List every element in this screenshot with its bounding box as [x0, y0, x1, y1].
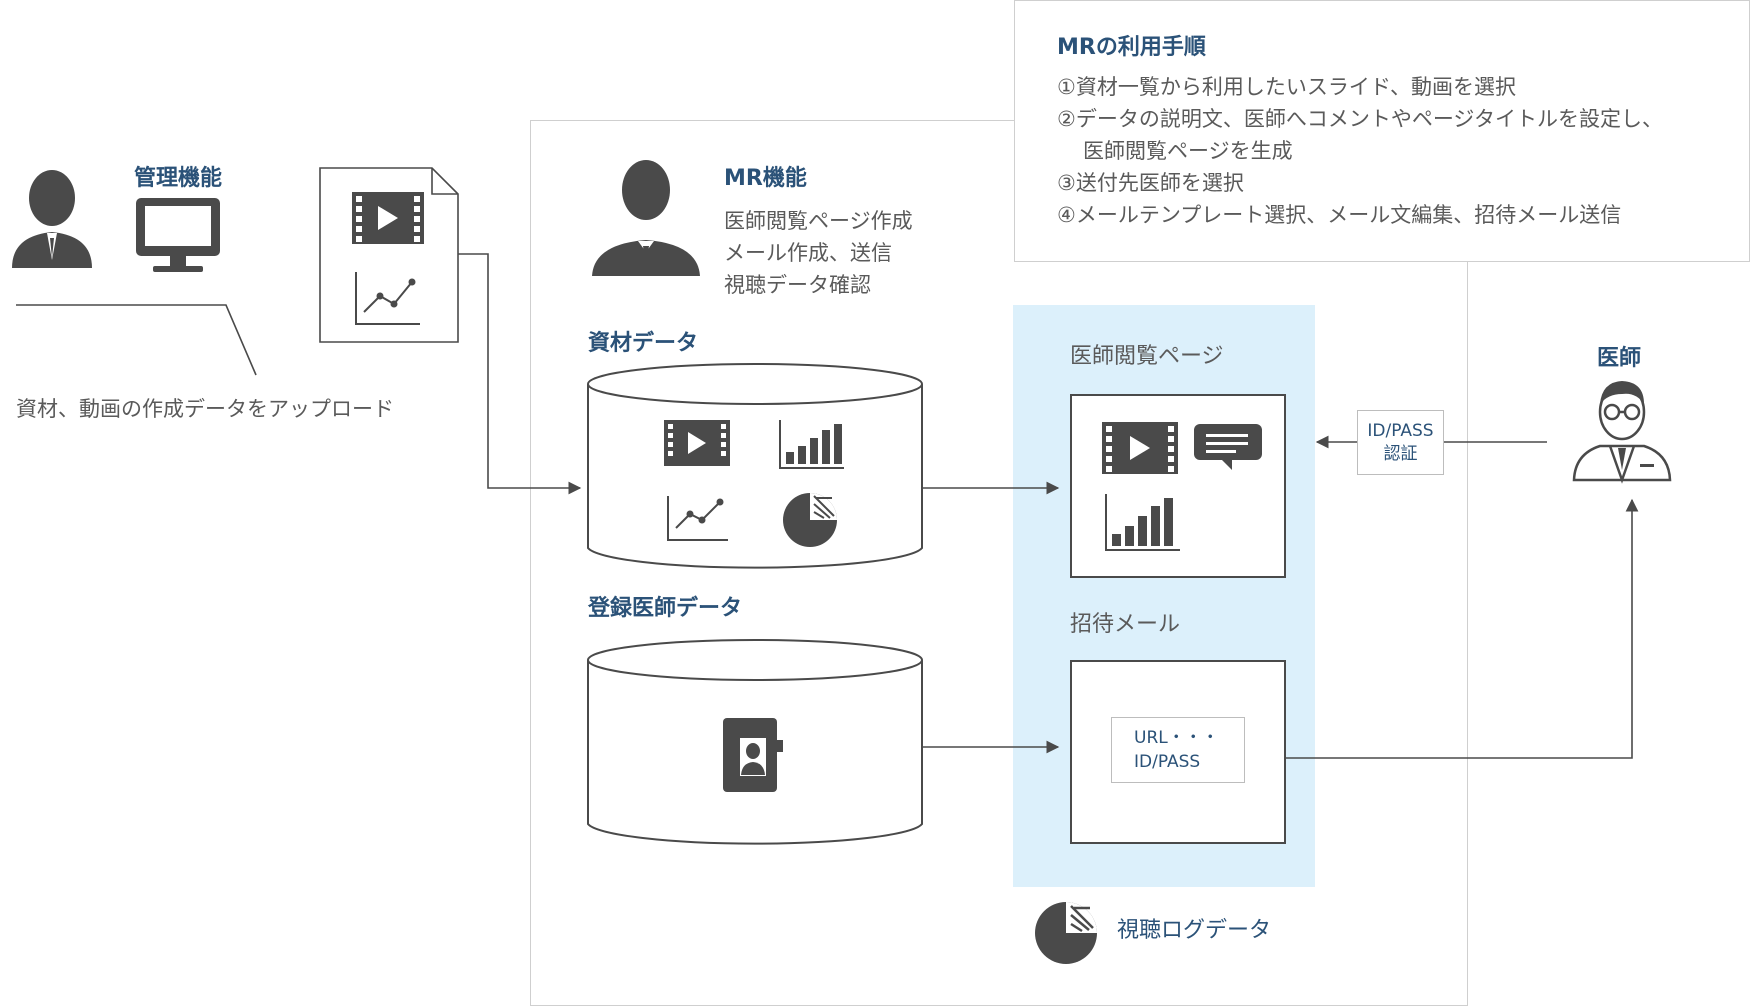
procedure-step: ③送付先医師を選択 [1057, 171, 1244, 195]
doctor-title: 医師 [1597, 346, 1642, 371]
mr-function-2: メール作成、送信 [724, 241, 892, 265]
invite-mail-title: 招待メール [1070, 612, 1181, 637]
procedure-title: MRの利用手順 [1057, 35, 1206, 60]
doctor-person-icon [1572, 381, 1672, 484]
admin-title: 管理機能 [134, 166, 223, 191]
mr-function-1: 医師閲覧ページ作成 [724, 209, 913, 233]
auth-idpass: ID/PASS [1367, 421, 1434, 441]
upload-text: 資材、動画の作成データをアップロード [16, 397, 394, 421]
mr-function-3: 視聴データ確認 [724, 273, 871, 297]
doctors-db-title: 登録医師データ [588, 596, 743, 621]
mr-person-icon [592, 160, 700, 276]
materials-db-icon [587, 363, 923, 569]
upload-document-icon [319, 167, 459, 343]
admin-leader-line [16, 304, 257, 376]
log-label: 視聴ログデータ [1117, 918, 1272, 943]
procedure-list: ①資材一覧から利用したいスライド、動画を選択 ②データの説明文、医師へコメントや… [1057, 71, 1663, 231]
admin-person-icon [12, 170, 92, 268]
invite-idpass-line: ID/PASS [1134, 752, 1201, 772]
mail-to-doctor-arrow [1286, 498, 1639, 759]
invite-url-line: URL・・・ [1134, 728, 1219, 748]
procedure-step: ②データの説明文、医師へコメントやページタイトルを設定し、 [1057, 107, 1663, 131]
procedure-box: MRの利用手順 ①資材一覧から利用したいスライド、動画を選択 ②データの説明文、… [1014, 0, 1750, 262]
doctor-page-title: 医師閲覧ページ [1070, 344, 1224, 369]
upload-arrow [458, 253, 582, 495]
log-pie-icon [1035, 902, 1097, 964]
mr-title: MR機能 [724, 166, 807, 191]
doctors-db-icon [587, 639, 923, 845]
invite-mail-content: URL・・・ ID/PASS [1111, 717, 1245, 783]
procedure-step: 医師閲覧ページを生成 [1083, 139, 1293, 163]
comment-icon [1194, 424, 1262, 470]
monitor-icon [136, 198, 220, 272]
doctor-page-icons [1102, 422, 1262, 551]
auth-box: ID/PASS 認証 [1357, 410, 1444, 475]
auth-label: 認証 [1383, 444, 1418, 464]
procedure-step: ④メールテンプレート選択、メール文編集、招待メール送信 [1057, 203, 1622, 227]
procedure-step: ①資材一覧から利用したいスライド、動画を選択 [1057, 75, 1516, 99]
materials-db-title: 資材データ [588, 331, 699, 356]
